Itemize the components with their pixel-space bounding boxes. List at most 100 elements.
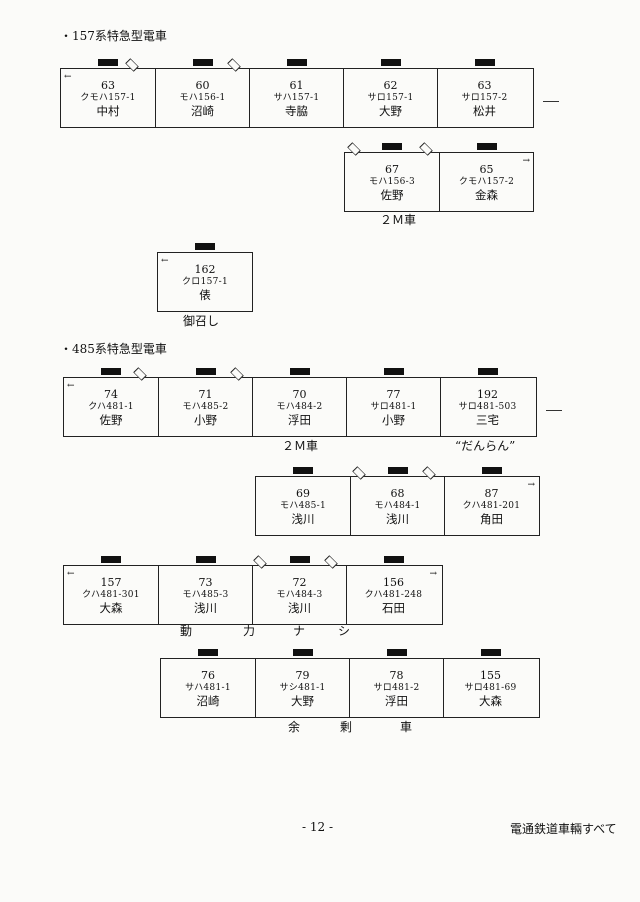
- page-number: - 12 -: [302, 820, 334, 834]
- diamond-pantograph-icon: [230, 367, 244, 381]
- note-goshin: 御召し: [183, 314, 220, 328]
- car-type: サハ157-1: [273, 92, 320, 103]
- car-number: 61: [289, 78, 304, 92]
- car-number: 69: [296, 486, 310, 500]
- car-depot: 浅川: [291, 511, 315, 526]
- note-2m-157: ２Ｍ車: [380, 213, 417, 227]
- car-number: 70: [292, 387, 307, 401]
- diamond-pantograph-icon: [422, 466, 436, 480]
- diamond-pantograph-icon: [347, 142, 361, 156]
- car-number: 60: [195, 78, 210, 92]
- note-2m-485: ２Ｍ車: [282, 439, 319, 453]
- car-depot: 松井: [473, 103, 496, 118]
- car-depot: 俵: [199, 287, 211, 302]
- direction-arrow-right-icon: →: [522, 156, 530, 166]
- car-type: クハ481-1: [88, 401, 134, 412]
- car-type: クモハ157-2: [458, 176, 515, 187]
- car-depot: 小野: [194, 412, 217, 427]
- car-depot: 浮田: [385, 693, 408, 708]
- car-number: 62: [383, 78, 398, 92]
- car-depot: 寺脇: [285, 103, 308, 118]
- car-depot: 大森: [479, 693, 502, 708]
- diamond-pantograph-icon: [419, 142, 433, 156]
- pantograph-icon: [289, 556, 310, 563]
- diamond-pantograph-icon: [227, 58, 241, 72]
- direction-arrow-left-icon: ←: [67, 381, 75, 391]
- note-yojou-2: 車: [400, 720, 413, 734]
- car-number: 72: [292, 575, 307, 589]
- car-number: 73: [198, 575, 213, 589]
- diamond-pantograph-icon: [352, 466, 366, 480]
- direction-arrow-left-icon: ←: [67, 569, 75, 579]
- pantograph-icon: [192, 59, 213, 66]
- car-depot: 石田: [382, 600, 405, 615]
- pantograph-icon: [380, 59, 401, 66]
- pantograph-icon: [476, 143, 497, 150]
- pantograph-icon: [386, 649, 407, 656]
- note-danran: “だんらん”: [455, 439, 516, 453]
- car-type: サロ157-1: [367, 92, 414, 103]
- car-number: 63: [101, 78, 115, 92]
- car-number: 74: [104, 387, 118, 401]
- pantograph-icon: [101, 368, 121, 375]
- car-number: 162: [194, 262, 216, 276]
- pantograph-icon: [101, 556, 121, 563]
- car-type: モハ484-2: [276, 401, 323, 412]
- car-type: モハ485-3: [182, 589, 229, 600]
- direction-arrow-left-icon: ←: [64, 72, 72, 82]
- car-depot: 浮田: [288, 412, 311, 427]
- car-type: クモハ157-1: [80, 92, 136, 103]
- car-depot: 浅川: [194, 600, 217, 615]
- car-number: 155: [480, 668, 501, 682]
- note-douryoku-3: シ: [338, 624, 351, 638]
- pantograph-icon: [198, 649, 218, 656]
- car-number: 63: [477, 78, 492, 92]
- car-depot: 三宅: [476, 412, 499, 427]
- car-number: 76: [201, 668, 215, 682]
- pantograph-icon: [387, 467, 408, 474]
- car-depot: 佐野: [380, 187, 404, 202]
- car-type: モハ484-3: [276, 589, 323, 600]
- car-type: サロ481-69: [464, 682, 517, 693]
- car-type: サロ481-1: [370, 401, 417, 412]
- car-type: サハ481-1: [185, 682, 231, 693]
- pantograph-icon: [383, 556, 404, 563]
- pantograph-icon: [98, 59, 118, 66]
- pantograph-icon: [293, 467, 313, 474]
- note-douryoku-1: 力: [243, 624, 256, 638]
- diamond-pantograph-icon: [253, 555, 267, 569]
- section-title-485: ・485系特急型電車: [60, 342, 167, 356]
- note-yojou-0: 余: [288, 720, 301, 734]
- pantograph-icon: [195, 556, 216, 563]
- car-type: クロ157-1: [181, 276, 229, 287]
- car-type: モハ485-1: [279, 500, 327, 511]
- car-number: 77: [386, 387, 401, 401]
- car-type: クハ481-201: [462, 500, 521, 511]
- car-depot: 大野: [291, 693, 314, 708]
- car-depot: 中村: [96, 103, 120, 118]
- car-type: サロ157-2: [461, 92, 508, 103]
- direction-arrow-left-icon: ←: [161, 256, 169, 266]
- pantograph-icon: [477, 368, 498, 375]
- car-depot: 小野: [382, 412, 405, 427]
- car-depot: 大野: [379, 103, 402, 118]
